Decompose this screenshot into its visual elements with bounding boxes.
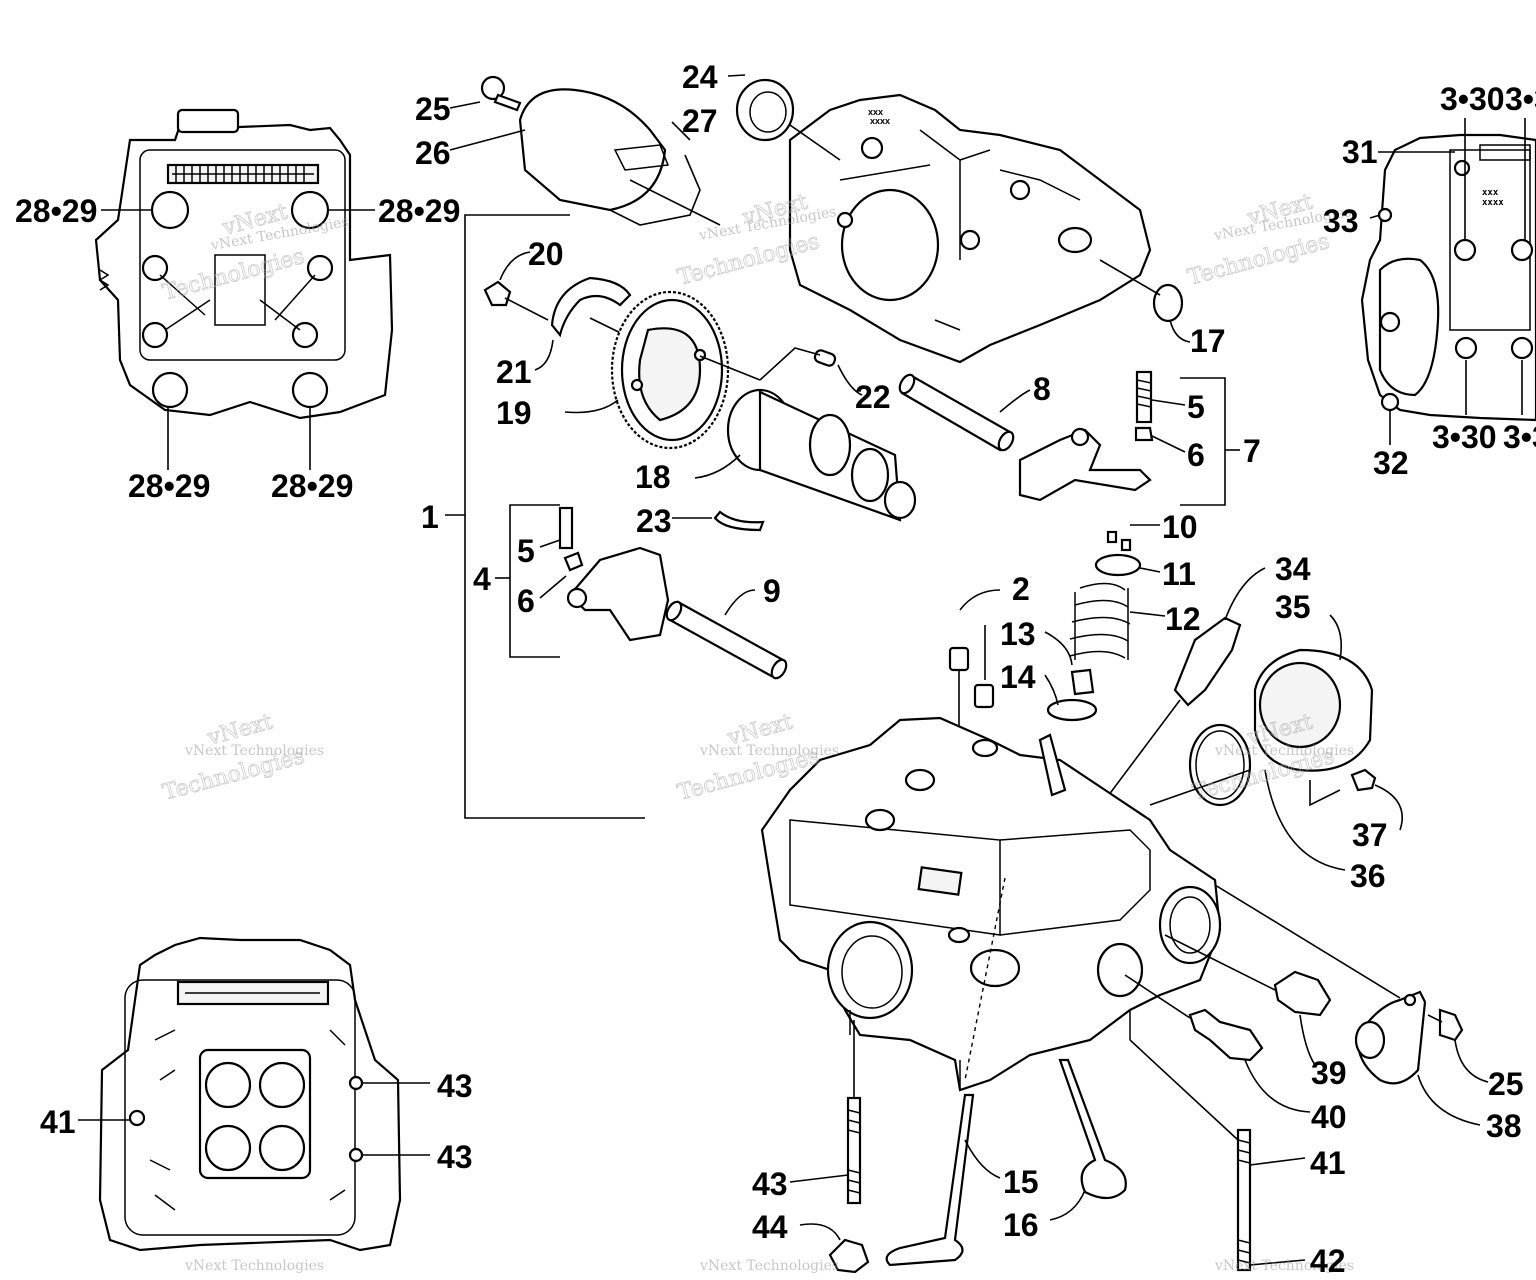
callout-9: 9 [763,573,781,609]
callout-43: 43 [437,1139,473,1175]
callout-26: 26 [415,135,451,171]
callout-7: 7 [1243,433,1261,469]
callout-5: 5 [1187,389,1205,425]
callout-25: 25 [415,91,451,127]
callout-37: 37 [1352,817,1388,853]
rocker-arm-part-7 [1018,370,1240,506]
watermark-text: vNext Technologies [184,743,324,759]
callout-42: 42 [1310,1243,1346,1279]
callout-1: 1 [421,499,439,535]
callout-25: 25 [1488,1066,1524,1102]
callout-22: 22 [855,379,891,415]
callout-36: 36 [1350,858,1386,894]
clip-part-23 [713,510,765,532]
watermark-text: vNext Technologies [1214,743,1354,759]
callout-2: 2 [1012,571,1030,607]
callout-17: 17 [1190,323,1226,359]
callout-12: 12 [1165,601,1201,637]
callout-20: 20 [528,236,564,272]
callout-21: 21 [496,354,532,390]
stud-part-43 [789,1020,862,1205]
watermark-text: vNext Technologies [184,1258,324,1274]
intake-boot-part-35 [1149,614,1403,871]
callout-6: 6 [1187,437,1205,473]
callout-15: 15 [1003,1164,1039,1200]
callout-14: 14 [1000,659,1036,695]
engraving-xxxx: xxxx [870,116,890,126]
callout-28-29: 28•29 [128,468,210,504]
callout-5: 5 [517,533,535,569]
side-engraving-xxxx: xxxx [1482,198,1504,208]
callout-41: 41 [1310,1145,1346,1181]
nut-part-44 [799,1223,870,1274]
camshaft-part-18 [694,388,917,522]
callout-3-30: 3•3 [1503,419,1536,455]
watermark-text: vNext Technologies [699,1258,839,1274]
seal-part-24 [735,78,795,142]
watermark-text: vNext Technologies [1214,1258,1354,1274]
callout-35: 35 [1275,589,1311,625]
dowel-pins-part-2 [948,589,1001,930]
callout-44: 44 [752,1209,788,1245]
valve-part-15 [885,1093,1001,1267]
callout-24: 24 [682,59,718,95]
callout-34: 34 [1275,551,1311,587]
sensor-part-39 [1164,934,1332,1066]
callout-28-29: 28•29 [378,193,460,229]
engraving-xxx: xxx [868,107,883,117]
spark-plug-part-34 [1029,567,1266,901]
cylinder-head-top-view [94,108,394,470]
watermark-text: vNext Technologies [699,743,839,759]
camshaft-housing: xxx xxxx [788,93,1152,364]
callout-3-30: 3•30 [1432,419,1497,455]
cylinder-head-main [760,716,1222,1092]
rocker-shaft-part-9 [665,589,788,680]
outlet-part-38 [1214,884,1481,1126]
callout-8: 8 [1033,371,1051,407]
callout-6: 6 [517,583,535,619]
callout-43: 43 [437,1068,473,1104]
callout-27: 27 [682,103,718,139]
clip-part-21 [550,276,632,338]
callout-16: 16 [1003,1207,1039,1243]
callout-18: 18 [635,459,671,495]
side-engraving-xxx: xxx [1482,188,1499,198]
bolt-part-20 [483,280,512,307]
bolt-part-25-lower [1427,1008,1489,1083]
callout-3-30: 3•3 [1505,81,1536,117]
callout-11: 11 [1162,556,1196,592]
callout-3-30: 3•30 [1440,81,1505,117]
pin-part-22 [813,349,837,367]
cam-gear-part-19 [564,290,761,450]
plug-part-17 [1152,283,1184,323]
sensor-part-40 [1124,974,1311,1113]
callout-28-29: 28•29 [15,193,97,229]
callout-labels: 1 2 4 5 5 6 6 7 8 9 10 11 12 13 14 15 16… [15,59,1536,1279]
callout-43: 43 [752,1166,788,1202]
callout-13: 13 [1000,616,1036,652]
callout-38: 38 [1486,1108,1522,1144]
cylinder-head-bottom-view [78,936,430,1252]
valve-train-parts-10-14 [1044,524,1166,722]
callout-4: 4 [473,561,491,597]
callout-41: 41 [40,1104,76,1140]
cylinder-head-side-view: xxx xxxx [1360,118,1536,445]
cover-assembly-25-26-27 [449,75,721,226]
callout-10: 10 [1162,509,1198,545]
watermark-outline: Technologies [1185,229,1332,291]
callout-28-29: 28•29 [271,468,353,504]
rocker-arm-part-4 [495,504,670,658]
callout-33: 33 [1323,203,1359,239]
assembly-bracket-1 [464,214,645,819]
callout-39: 39 [1311,1055,1347,1091]
valve-part-16 [1049,1058,1127,1221]
rocker-shaft-part-8 [898,373,1031,452]
callout-23: 23 [636,503,672,539]
callout-19: 19 [496,395,532,431]
callout-31: 31 [1342,134,1378,170]
callout-32: 32 [1373,445,1409,481]
callout-40: 40 [1311,1099,1347,1135]
stud-part-41-42 [1129,1039,1306,1272]
